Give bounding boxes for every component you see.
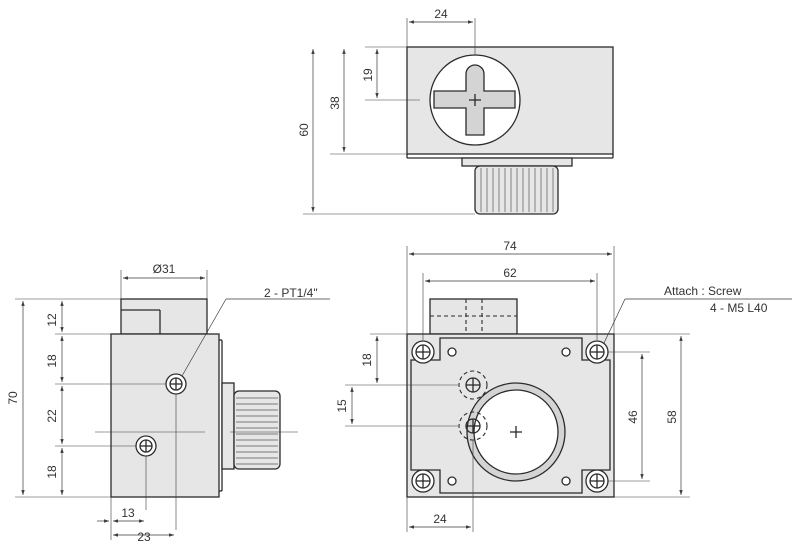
dim-front-18: 18 xyxy=(360,353,374,367)
dim-front-15: 15 xyxy=(335,399,349,413)
dim-side-diameter: Ø31 xyxy=(153,262,176,276)
dim-side-13: 13 xyxy=(121,506,135,520)
dim-side-18-upper: 18 xyxy=(45,354,59,368)
dim-front-62: 62 xyxy=(503,266,517,280)
front-view-corner-screws xyxy=(411,340,609,493)
front-view-attach-note-line2: 4 - M5 L40 xyxy=(710,301,768,315)
dim-front-74: 74 xyxy=(503,239,517,253)
front-view-inner-outline xyxy=(410,337,611,494)
dim-front-46: 46 xyxy=(626,410,640,424)
top-view-collar xyxy=(461,157,573,167)
side-view-knurl-lines xyxy=(236,397,278,465)
side-view: Ø31 12 18 22 18 70 13 23 2 - PT1/4" xyxy=(6,262,330,544)
side-view-top-boss xyxy=(120,298,208,335)
dim-front-24: 24 xyxy=(433,512,447,526)
side-view-port-note: 2 - PT1/4" xyxy=(264,286,318,300)
front-view-attach-note-line1: Attach : Screw xyxy=(664,284,742,298)
side-view-knurled-knob xyxy=(233,390,281,470)
dim-top-19: 19 xyxy=(361,68,375,82)
dim-front-58: 58 xyxy=(665,410,679,424)
dim-side-22: 22 xyxy=(45,409,59,423)
dim-side-18-lower: 18 xyxy=(45,465,59,479)
top-view: 24 19 38 60 xyxy=(297,7,614,215)
dim-top-60: 60 xyxy=(297,123,311,137)
dim-side-70: 70 xyxy=(6,391,20,405)
dim-top-24: 24 xyxy=(434,7,448,21)
front-view-hidden-port-upper xyxy=(458,370,488,400)
dim-top-38: 38 xyxy=(328,96,342,110)
side-view-collar xyxy=(221,382,235,470)
top-view-knurled-knob xyxy=(474,165,559,215)
dim-side-12: 12 xyxy=(45,313,59,327)
dim-side-23: 23 xyxy=(137,530,151,544)
front-view: 74 62 18 15 46 58 24 Attach : Screw 4 xyxy=(335,239,792,532)
side-view-body xyxy=(110,333,220,498)
top-view-knurl-lines xyxy=(480,168,554,212)
